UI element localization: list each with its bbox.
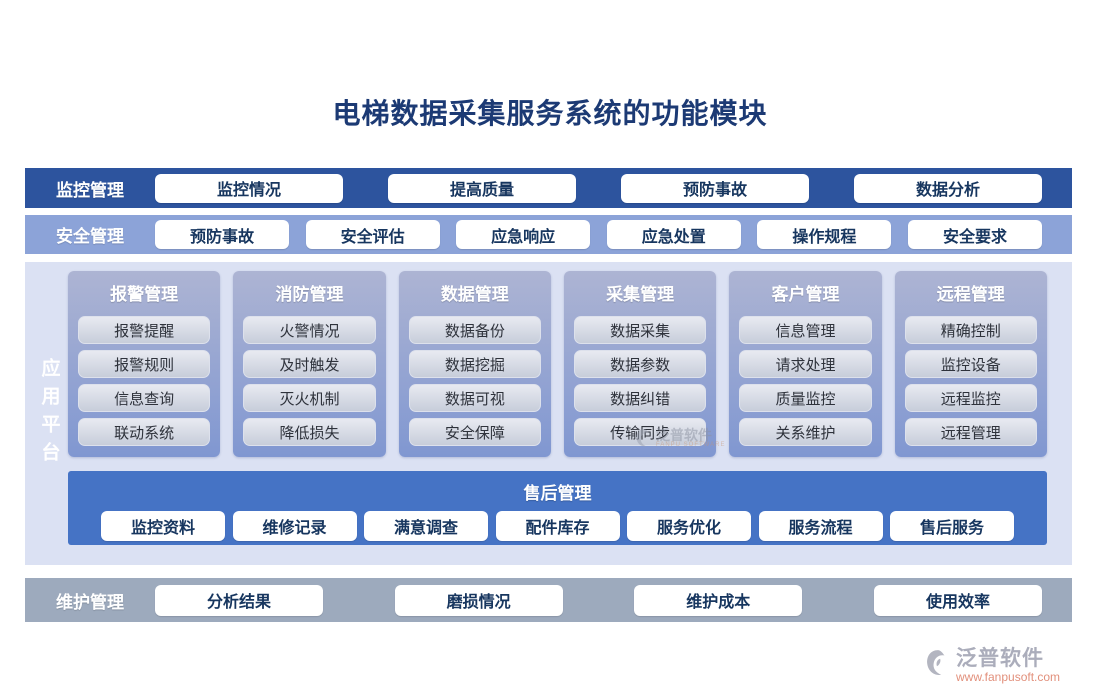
after-sales-button-6[interactable]: 服务流程 (758, 511, 883, 541)
module-item[interactable]: 关系维护 (739, 418, 872, 446)
module-item[interactable]: 报警规则 (78, 350, 211, 378)
monitoring-band: 监控管理 监控情况 提高质量 预防事故 数据分析 (25, 168, 1072, 208)
safety-band-button-1[interactable]: 预防事故 (155, 220, 289, 249)
module-title: 远程管理 (936, 285, 1005, 304)
module-item[interactable]: 降低损失 (243, 418, 376, 446)
maintenance-band-button-2[interactable]: 磨损情况 (394, 584, 563, 616)
maintenance-band-buttons: 分析结果 磨损情况 维护成本 使用效率 (155, 584, 1072, 616)
module-item[interactable]: 数据纠错 (573, 384, 707, 412)
maintenance-band-button-1[interactable]: 分析结果 (155, 584, 323, 616)
module-item[interactable]: 数据备份 (408, 316, 541, 344)
module-item[interactable]: 数据可视 (408, 384, 541, 412)
safety-band-button-4[interactable]: 应急处置 (606, 220, 741, 249)
module-card-remote: 远程管理 精确控制 监控设备 远程监控 远程管理 (894, 271, 1047, 457)
module-item[interactable]: 数据参数 (573, 350, 707, 378)
module-item[interactable]: 远程监控 (904, 384, 1037, 412)
module-item[interactable]: 精确控制 (904, 316, 1037, 344)
module-card-fire: 消防管理 火警情况 及时触发 灭火机制 降低损失 (233, 271, 386, 457)
safety-band-button-2[interactable]: 安全评估 (305, 220, 440, 249)
module-item[interactable]: 联动系统 (78, 418, 211, 446)
module-item[interactable]: 信息查询 (78, 384, 211, 412)
module-title: 采集管理 (606, 285, 675, 304)
after-sales-button-4[interactable]: 配件库存 (495, 511, 620, 541)
module-item[interactable]: 灭火机制 (243, 384, 376, 412)
after-sales-buttons: 监控资料 维修记录 满意调查 配件库存 服务优化 服务流程 售后服务 (68, 504, 1047, 541)
maintenance-band-button-3[interactable]: 维护成本 (634, 584, 803, 616)
module-card-customer: 客户管理 信息管理 请求处理 质量监控 关系维护 (729, 271, 882, 457)
safety-band: 安全管理 预防事故 安全评估 应急响应 应急处置 操作规程 安全要求 (25, 215, 1072, 254)
safety-band-button-3[interactable]: 应急响应 (456, 220, 591, 249)
monitoring-band-label: 监控管理 (56, 180, 124, 200)
safety-band-button-5[interactable]: 操作规程 (757, 220, 892, 249)
footer-url[interactable]: www.fanpusoft.com (956, 670, 1061, 684)
module-item[interactable]: 传输同步 (573, 418, 707, 446)
monitoring-band-button-2[interactable]: 提高质量 (388, 173, 576, 203)
monitoring-band-button-3[interactable]: 预防事故 (621, 173, 809, 203)
module-item[interactable]: 数据采集 (573, 316, 707, 344)
page-title: 电梯数据采集服务系统的功能模块 (332, 98, 768, 129)
safety-band-buttons: 预防事故 安全评估 应急响应 应急处置 操作规程 安全要求 (155, 220, 1072, 249)
fanpu-logo-icon (927, 650, 945, 675)
module-item[interactable]: 信息管理 (739, 316, 872, 344)
module-columns: 报警管理 报警提醒 报警规则 信息查询 联动系统 消防管理 火警情况 及时触发 … (68, 271, 1047, 457)
module-card-alarm: 报警管理 报警提醒 报警规则 信息查询 联动系统 (68, 271, 221, 457)
maintenance-band-label: 维护管理 (56, 592, 124, 612)
maintenance-band-button-4[interactable]: 使用效率 (873, 584, 1042, 616)
platform-label: 应用平台 (38, 357, 60, 470)
monitoring-band-button-1[interactable]: 监控情况 (155, 173, 343, 203)
after-sales-button-2[interactable]: 维修记录 (232, 511, 357, 541)
module-item[interactable]: 报警提醒 (78, 316, 211, 344)
after-sales-title: 售后管理 (523, 484, 592, 503)
maintenance-band: 维护管理 分析结果 磨损情况 维护成本 使用效率 (25, 578, 1072, 622)
module-item[interactable]: 请求处理 (739, 350, 872, 378)
after-sales-button-5[interactable]: 服务优化 (627, 511, 751, 541)
monitoring-band-buttons: 监控情况 提高质量 预防事故 数据分析 (155, 173, 1072, 203)
module-item[interactable]: 质量监控 (739, 384, 872, 412)
module-title: 消防管理 (275, 285, 344, 304)
after-sales-button-7[interactable]: 售后服务 (890, 511, 1014, 541)
after-sales-panel: 售后管理 监控资料 维修记录 满意调查 配件库存 服务优化 服务流程 售后服务 (68, 471, 1047, 545)
monitoring-band-button-4[interactable]: 数据分析 (854, 173, 1042, 203)
module-card-data: 数据管理 数据备份 数据挖掘 数据可视 安全保障 (398, 271, 551, 457)
module-title: 报警管理 (110, 285, 179, 304)
module-item[interactable]: 数据挖掘 (408, 350, 541, 378)
footer-brand-block: 泛普软件 www.fanpusoft.com (924, 648, 1094, 684)
after-sales-button-1[interactable]: 监控资料 (101, 511, 225, 541)
module-item[interactable]: 监控设备 (904, 350, 1037, 378)
module-item[interactable]: 远程管理 (904, 418, 1037, 446)
module-card-collection: 采集管理 数据采集 数据参数 数据纠错 传输同步 (563, 271, 717, 457)
module-title: 数据管理 (440, 285, 509, 304)
safety-band-button-6[interactable]: 安全要求 (907, 220, 1042, 249)
module-item[interactable]: 火警情况 (243, 316, 376, 344)
footer-brand: 泛普软件 (956, 647, 1044, 670)
safety-band-label: 安全管理 (56, 227, 124, 246)
module-item[interactable]: 及时触发 (243, 350, 376, 378)
application-platform-panel: 应用平台 报警管理 报警提醒 报警规则 信息查询 联动系统 消防管理 火警情况 … (25, 262, 1072, 565)
module-title: 客户管理 (771, 285, 840, 304)
module-item[interactable]: 安全保障 (408, 418, 541, 446)
after-sales-button-3[interactable]: 满意调查 (364, 511, 488, 541)
